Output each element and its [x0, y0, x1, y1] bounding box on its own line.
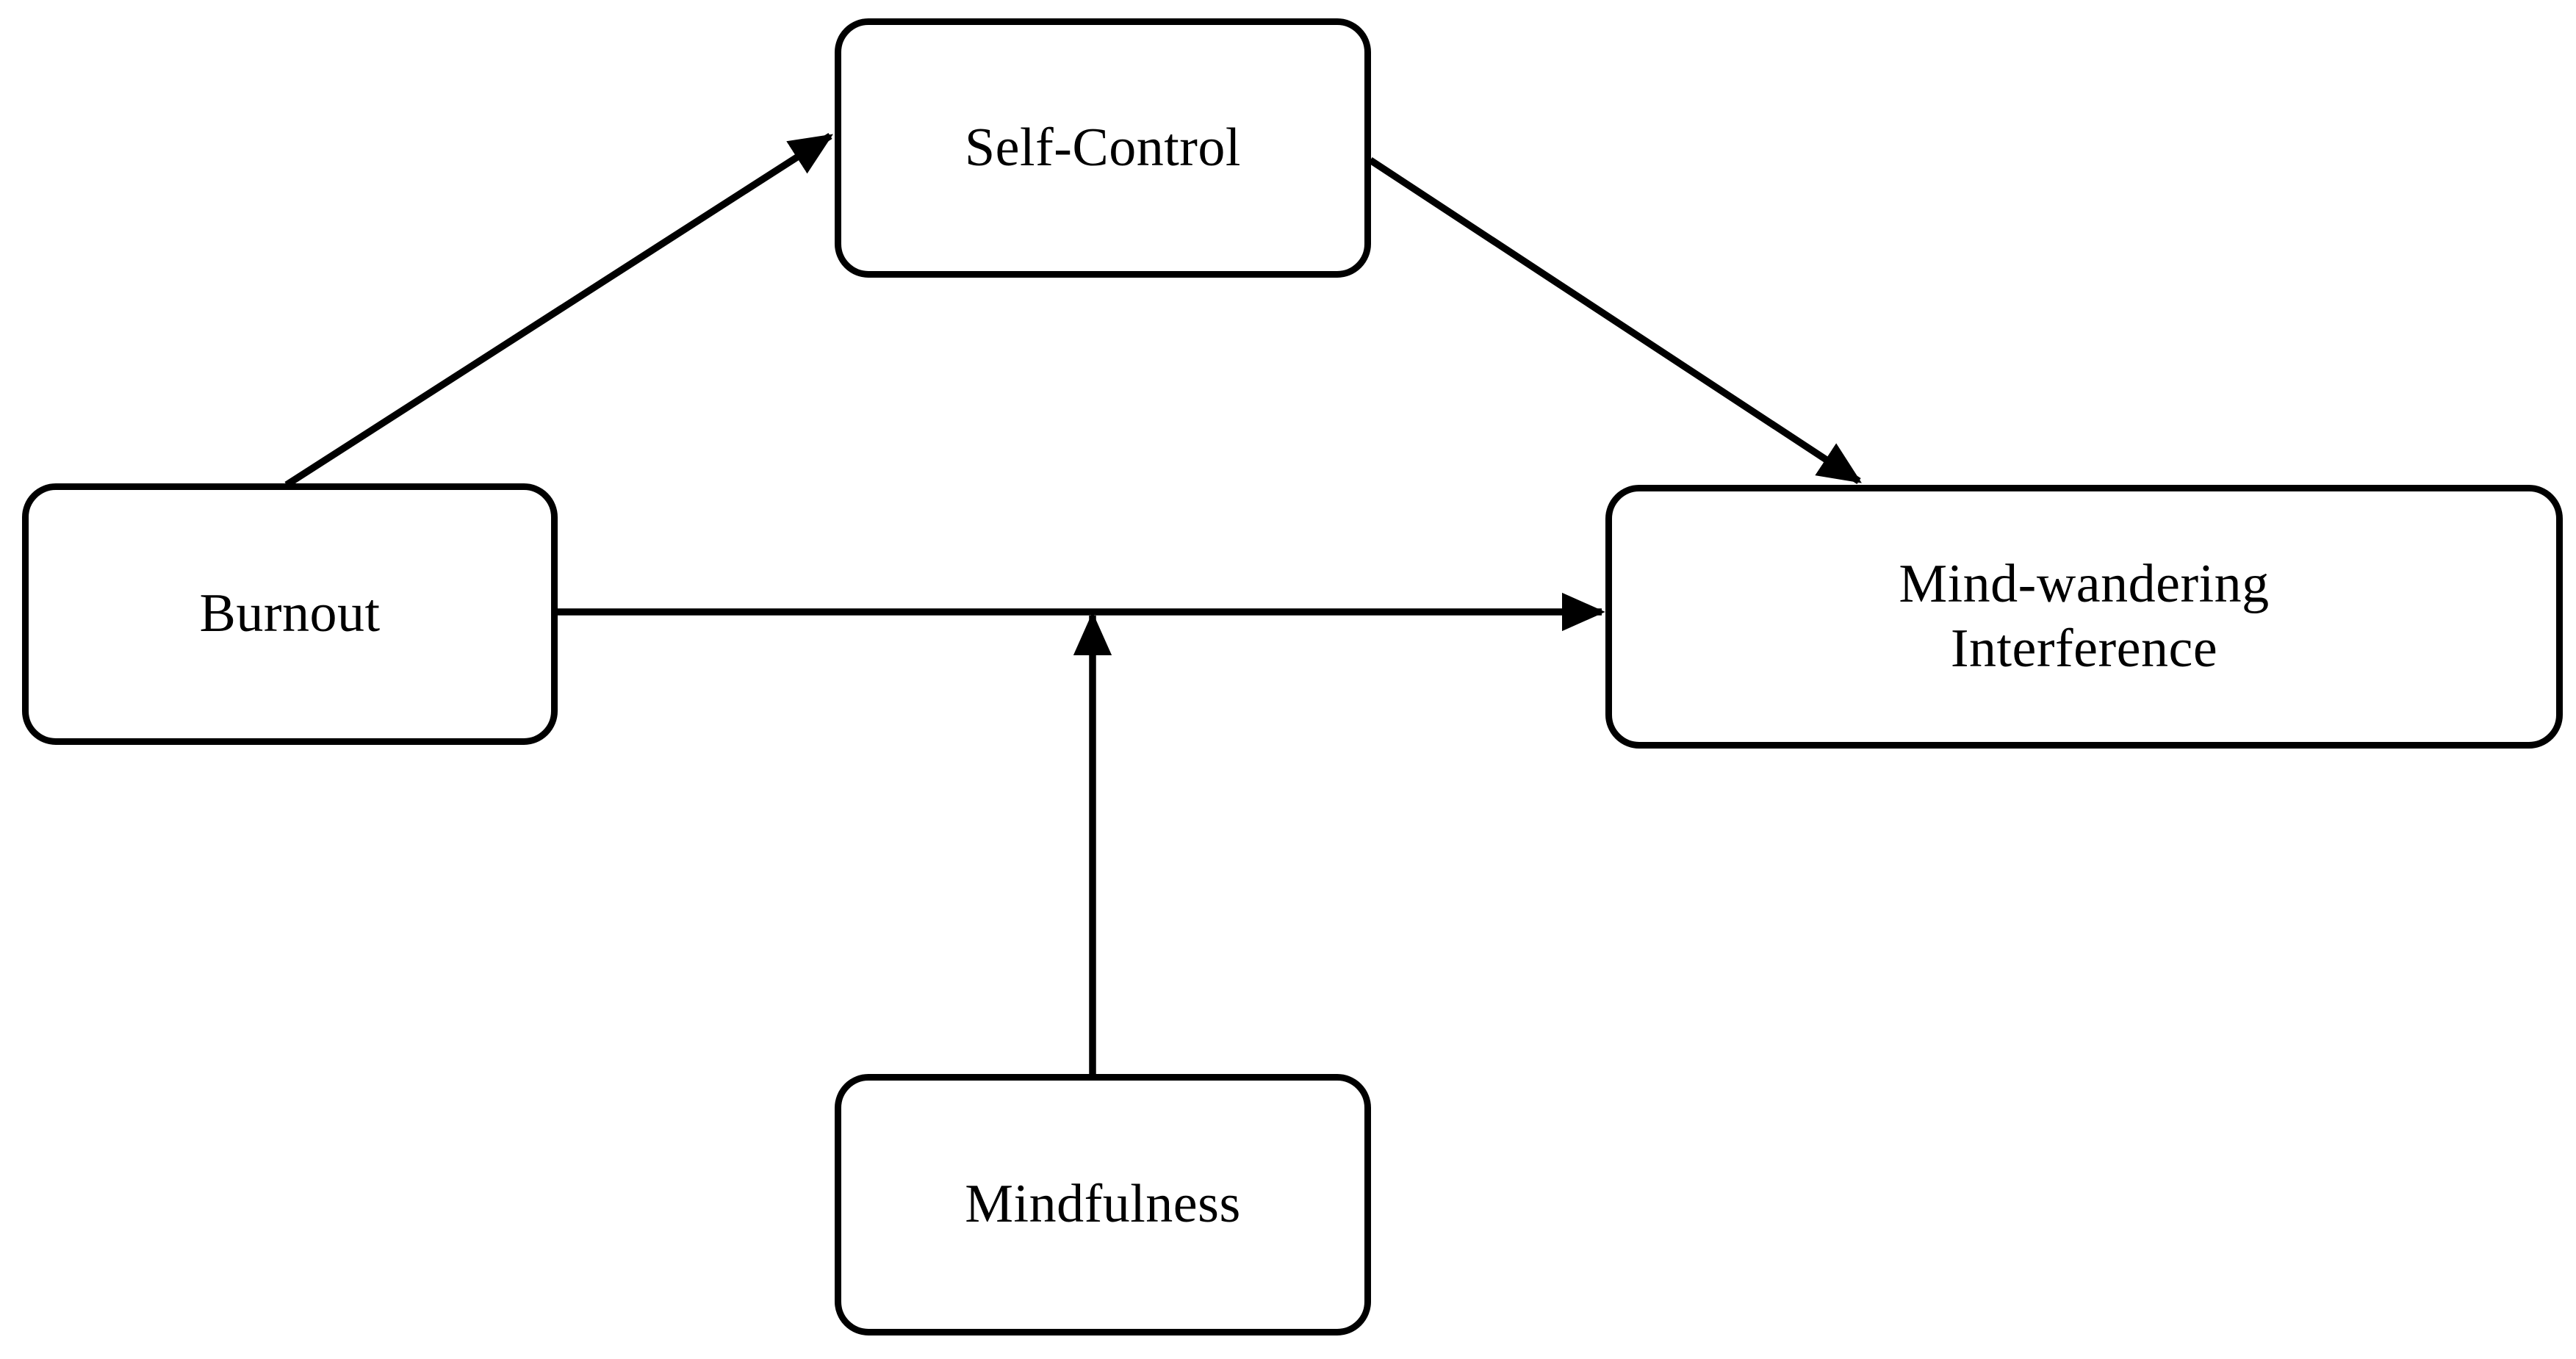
edge-burnout-to-self-control — [284, 133, 833, 488]
node-self-control-label: Self-Control — [965, 117, 1241, 178]
node-burnout[interactable]: Burnout — [22, 483, 558, 745]
node-mind-wandering-interference-label: Mind-wandering Interference — [1899, 554, 2270, 679]
node-mind-wandering-interference[interactable]: Mind-wandering Interference — [1605, 485, 2563, 749]
node-mindfulness-label: Mindfulness — [965, 1174, 1241, 1235]
node-mindfulness[interactable]: Mindfulness — [835, 1074, 1371, 1335]
edge-self-control-to-mind-wandering — [1368, 157, 1862, 484]
node-burnout-label: Burnout — [199, 583, 381, 644]
node-self-control[interactable]: Self-Control — [835, 18, 1371, 278]
